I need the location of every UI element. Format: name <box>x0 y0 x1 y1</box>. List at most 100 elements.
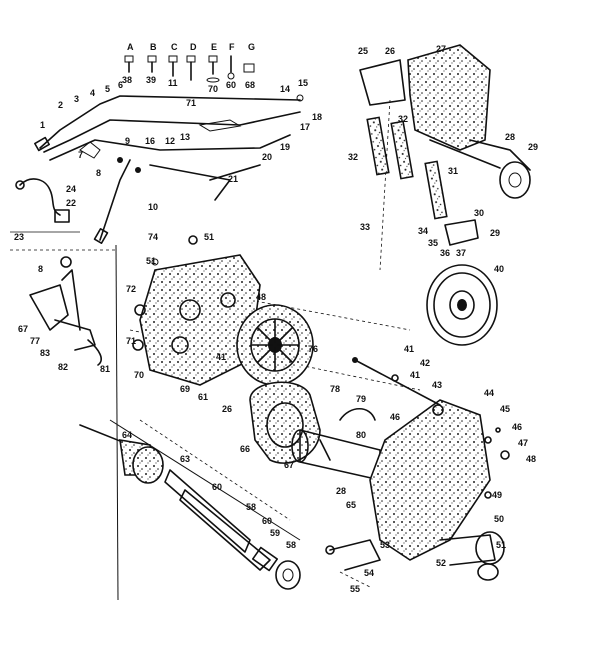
label-50: 50 <box>494 514 504 524</box>
hardware-f-bolt: F 60 <box>226 42 236 90</box>
label-66: 67 <box>284 460 294 470</box>
hardware-letter-b: B <box>150 42 157 52</box>
label-49b: 51 <box>146 256 156 266</box>
hardware-number-71: 71 <box>186 98 196 108</box>
label-10: 10 <box>148 202 158 212</box>
hardware-b-bolt: B 39 <box>146 42 157 85</box>
label-75: 76 <box>308 344 318 354</box>
label-32: 32 <box>348 152 358 162</box>
label-79: 80 <box>356 430 366 440</box>
label-56: 58 <box>246 502 256 512</box>
cable-assembly: 24 22 23 <box>10 178 80 242</box>
hardware-letter-d: D <box>190 42 197 52</box>
hardware-d-bolt: D 71 <box>186 42 197 108</box>
label-17: 17 <box>300 122 310 132</box>
hardware-number-68: 68 <box>245 80 255 90</box>
label-43: 43 <box>432 380 442 390</box>
gear-stack <box>366 116 448 220</box>
label-69: 71 <box>126 336 136 346</box>
handle-labels: 1 2 3 4 5 6 7 8 9 10 12 13 14 15 16 17 1… <box>40 78 322 212</box>
label-46b: 46 <box>390 412 400 422</box>
label-51: 51 <box>496 540 506 550</box>
label-47: 47 <box>518 438 528 448</box>
label-78: 81 <box>100 364 110 374</box>
label-59: 61 <box>198 392 208 402</box>
hardware-letter-f: F <box>229 42 235 52</box>
housing-cover-labels: 74 51 51 72 71 70 69 61 26 48 41 <box>126 232 266 414</box>
label-2: 2 <box>58 100 63 110</box>
label-14: 14 <box>280 84 290 94</box>
label-29b: 29 <box>490 228 500 238</box>
label-62: 64 <box>122 430 132 440</box>
upper-right-labels: 25 26 27 28 29 32 32 31 33 34 35 36 37 3… <box>348 44 538 258</box>
label-65: 66 <box>240 444 250 454</box>
label-12: 12 <box>165 136 175 146</box>
label-42: 42 <box>420 358 430 368</box>
label-37: 37 <box>456 248 466 258</box>
label-49c: 49 <box>492 490 502 500</box>
chain-drive: 66 <box>240 381 321 464</box>
housing-main-right <box>352 357 510 581</box>
label-76: 78 <box>330 384 340 394</box>
hardware-number-38: 38 <box>122 75 132 85</box>
label-58: 60 <box>212 482 222 492</box>
label-57: 59 <box>270 528 280 538</box>
hardware-number-39: 39 <box>146 75 156 85</box>
transmission-upper-assembly <box>359 44 531 271</box>
housing-main-labels: 41 42 41 43 44 45 46 46 47 48 49 50 51 5… <box>336 344 536 568</box>
label-56b: 58 <box>286 540 296 550</box>
label-29: 29 <box>528 142 538 152</box>
label-7: 7 <box>78 150 83 160</box>
label-81: 83 <box>40 348 50 358</box>
label-35: 35 <box>428 238 438 248</box>
label-31: 31 <box>448 166 458 176</box>
label-28b: 28 <box>336 486 346 496</box>
label-28: 28 <box>505 132 515 142</box>
label-77: 79 <box>356 394 366 404</box>
label-45: 45 <box>500 404 510 414</box>
hardware-e-bolt: E 70 <box>206 42 220 94</box>
hardware-number-70: 70 <box>208 84 218 94</box>
label-30: 30 <box>474 208 484 218</box>
label-41c: 41 <box>410 370 420 380</box>
handle-assembly <box>34 94 304 244</box>
label-46: 48 <box>256 292 266 302</box>
label-72: 74 <box>148 232 158 242</box>
axle-assembly <box>79 419 301 590</box>
label-26: 26 <box>385 46 395 56</box>
label-1a: 1 <box>40 120 45 130</box>
label-32b: 32 <box>398 114 408 124</box>
label-15: 15 <box>298 78 308 88</box>
label-20: 20 <box>262 152 272 162</box>
label-3: 3 <box>74 94 79 104</box>
spoked-gear: 76 <box>236 304 318 386</box>
label-74: 77 <box>30 336 40 346</box>
label-13: 13 <box>180 132 190 142</box>
label-24: 24 <box>66 184 76 194</box>
label-55: 55 <box>350 584 360 594</box>
label-16: 16 <box>145 136 155 146</box>
hardware-letter-e: E <box>211 42 217 52</box>
pulley: 40 <box>426 264 504 346</box>
label-80: 82 <box>58 362 68 372</box>
label-41b: 41 <box>404 344 414 354</box>
label-63: 65 <box>346 500 356 510</box>
label-40: 40 <box>494 264 504 274</box>
hardware-row: A 38 B 39 C 11 D 71 E 70 <box>122 42 255 108</box>
label-68: 70 <box>134 370 144 380</box>
label-8b: 8 <box>38 264 43 274</box>
label-25: 25 <box>358 46 368 56</box>
label-27: 27 <box>436 44 446 54</box>
axle-labels: 64 63 60 58 60 59 58 <box>122 430 296 550</box>
label-9: 9 <box>125 136 130 146</box>
label-21: 21 <box>228 174 238 184</box>
hardware-a-bolt: A 38 <box>122 42 134 85</box>
label-46c: 46 <box>512 422 522 432</box>
housing-cover-left <box>132 235 261 386</box>
label-26b: 26 <box>222 404 232 414</box>
label-4: 4 <box>90 88 95 98</box>
hardware-c-bolt: C 11 <box>168 42 178 88</box>
label-5: 5 <box>105 84 110 94</box>
hardware-number-60: 60 <box>226 80 236 90</box>
